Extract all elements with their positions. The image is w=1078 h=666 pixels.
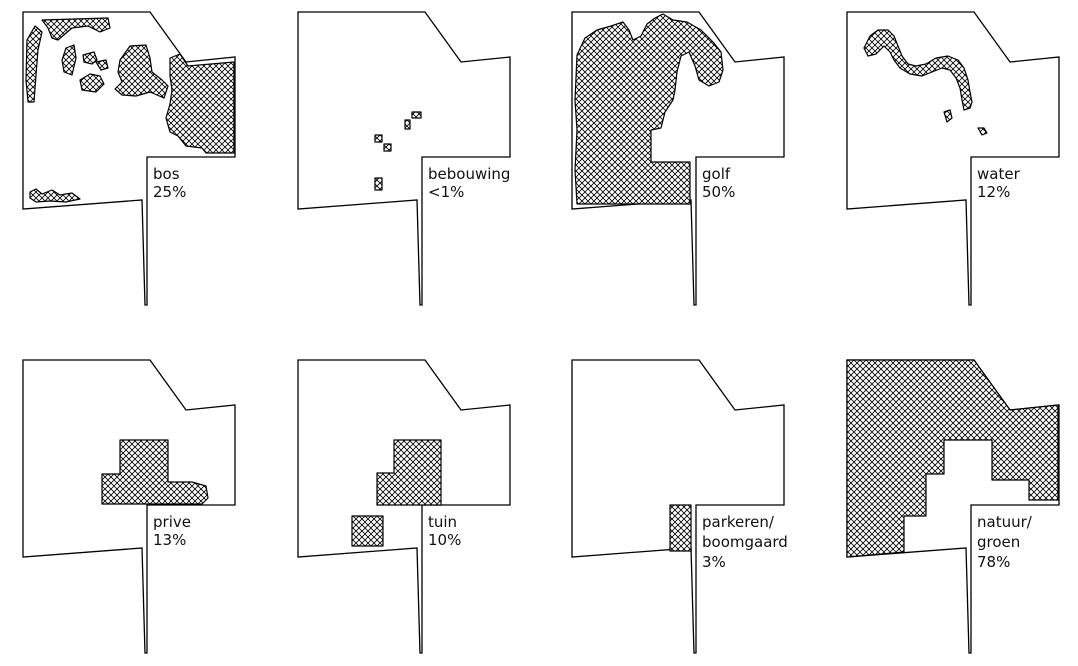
panel-label: prive [153, 513, 191, 531]
panel-natuur: natuur/ groen 78% [846, 359, 1060, 654]
panel-label-line-2: boomgaard [702, 533, 788, 551]
site-outline [297, 11, 511, 306]
hatched-area-prive [101, 439, 209, 505]
panel-label-line-1: natuur/ [977, 513, 1033, 531]
panel-label-line-2: groen [977, 533, 1020, 551]
panel-parkeren: parkeren/ boomgaard 3% [571, 359, 788, 654]
panel-bos: bos 25% [22, 11, 236, 306]
panel-label: bebouwing [428, 165, 510, 183]
panel-prive: prive 13% [22, 359, 236, 654]
panel-label-line-1: parkeren/ [702, 513, 775, 531]
hatched-area-natuur [846, 359, 1059, 558]
panel-water: water 12% [846, 11, 1060, 306]
hatched-area-bos [25, 17, 235, 203]
panel-golf: golf 50% [571, 11, 785, 306]
panel-percent: 12% [977, 183, 1010, 201]
hatched-area-tuin [351, 439, 442, 547]
panel-bebouwing: bebouwing <1% [297, 11, 511, 306]
panel-label: water [977, 165, 1021, 183]
panel-percent: <1% [428, 183, 464, 201]
hatched-area-golf [574, 13, 724, 205]
site-outline [297, 359, 511, 654]
panel-label: bos [153, 165, 180, 183]
panel-percent: 3% [702, 553, 726, 571]
panel-label: tuin [428, 513, 457, 531]
panel-percent: 25% [153, 183, 186, 201]
site-outline [22, 359, 236, 654]
panel-percent: 10% [428, 531, 461, 549]
panel-percent: 13% [153, 531, 186, 549]
panel-label: golf [702, 165, 731, 183]
hatched-area-parkeren [669, 504, 692, 552]
panel-percent: 50% [702, 183, 735, 201]
hatched-area-bebouwing [374, 111, 422, 191]
site-outline [22, 11, 236, 306]
panel-percent: 78% [977, 553, 1010, 571]
panel-tuin: tuin 10% [297, 359, 511, 654]
site-outline [571, 359, 785, 654]
hatched-area-water [863, 29, 988, 136]
site-outline [846, 11, 1060, 306]
